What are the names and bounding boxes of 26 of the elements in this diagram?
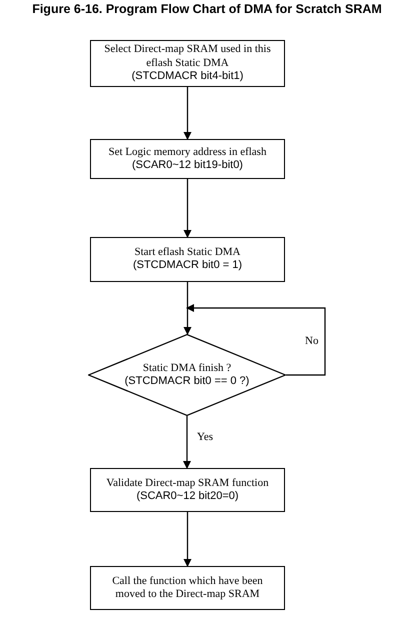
step-text: Start eflash Static DMA [134,246,240,260]
figure-title: Figure 6-16. Program Flow Chart of DMA for Scratch SRAM [32,2,382,16]
edge-label: Yes [195,431,216,443]
decision-diamond [88,334,286,416]
edge-label: No [303,335,320,347]
step-text: Validate Direct-map SRAM function [106,476,269,490]
process-box [90,566,285,610]
register-text: (STCDMACR bit0 = 1) [132,259,242,273]
arrow [186,304,326,376]
step-text: Select Direct-map SRAM used in this eflash Static DMA [103,43,272,70]
register-text: (STCDMACR bit4-bit1) [132,70,244,84]
arrow [184,87,192,140]
process-box [90,40,285,87]
register-text: (SCAR0~12 bit20=0) [136,490,239,504]
arrow [184,179,192,238]
step-text: Static DMA finish ? [142,362,232,375]
process-box [90,237,285,282]
step-text: Set Logic memory address in eflash [108,146,266,159]
arrow [183,416,191,469]
register-text: (STCDMACR bit0 == 0 ?) [124,374,250,388]
process-box [90,139,285,179]
arrow [184,282,192,335]
arrow [184,512,192,567]
process-box [90,468,285,512]
register-text: (SCAR0~12 bit19-bit0) [132,158,243,172]
step-text: Call the function which have been moved to the Direct-map SRAM [111,574,264,602]
